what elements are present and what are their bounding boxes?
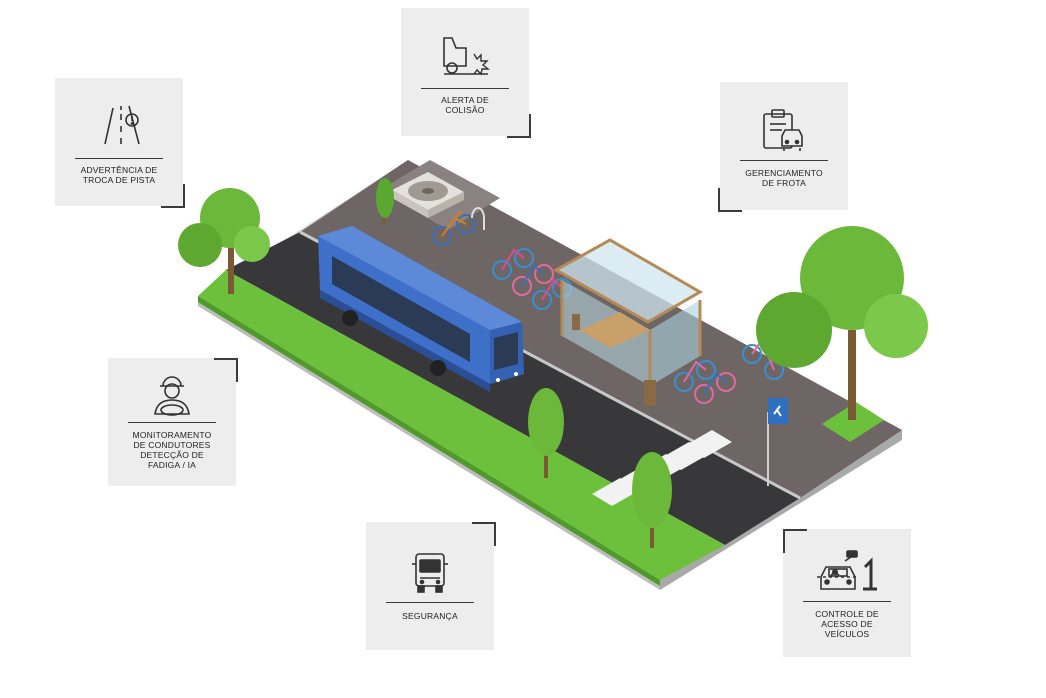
feature-card-fleet: GERENCIAMENTO DE FROTA — [720, 82, 848, 210]
card-label: ALERTA DE COLISÃO — [441, 95, 489, 115]
corner-bracket — [507, 114, 531, 138]
card-label: GERENCIAMENTO DE FROTA — [745, 168, 823, 188]
lane-departure-icon — [55, 104, 183, 148]
bicycle-rack-1 — [432, 207, 485, 246]
collision-alert-icon — [401, 34, 529, 78]
corner-bracket — [718, 188, 742, 212]
grass-strip — [198, 270, 725, 586]
city-bus — [318, 226, 524, 392]
card-label: SEGURANÇA — [402, 611, 458, 621]
tree-front — [632, 452, 672, 548]
driver-monitoring-icon — [108, 374, 236, 418]
grass-corner — [822, 402, 884, 442]
card-label: ADVERTÊNCIA DE TROCA DE PISTA — [80, 165, 158, 185]
corner-bracket — [783, 529, 807, 553]
truck-front-icon — [366, 550, 494, 596]
card-label: MONITORAMENTO DE CONDUTORES DETECÇÃO DE … — [132, 430, 212, 470]
corner-bracket — [472, 522, 496, 546]
feature-card-driver-monitoring: MONITORAMENTO DE CONDUTORES DETECÇÃO DE … — [108, 358, 236, 486]
fleet-management-icon — [720, 106, 848, 152]
corner-bracket — [161, 184, 185, 208]
card-label: CONTROLE DE ACESSO DE VEÍCULOS — [815, 609, 879, 639]
tree-right — [756, 226, 928, 420]
small-tree — [376, 178, 394, 224]
feature-card-lane-change: ADVERTÊNCIA DE TROCA DE PISTA — [55, 78, 183, 206]
tree-median — [528, 388, 564, 478]
feature-card-security: SEGURANÇA — [366, 522, 494, 650]
ventilation-unit — [392, 172, 464, 218]
trash-bin — [644, 380, 656, 406]
pedestrian-crossing-sign — [767, 398, 788, 486]
feature-card-access-control: CONTROLE DE ACESSO DE VEÍCULOS — [783, 529, 911, 657]
tree-left — [178, 188, 270, 294]
feature-card-collision: ALERTA DE COLISÃO — [401, 8, 529, 136]
vehicle-access-icon — [783, 547, 911, 599]
bus-shelter — [552, 238, 703, 386]
corner-bracket — [214, 358, 238, 382]
